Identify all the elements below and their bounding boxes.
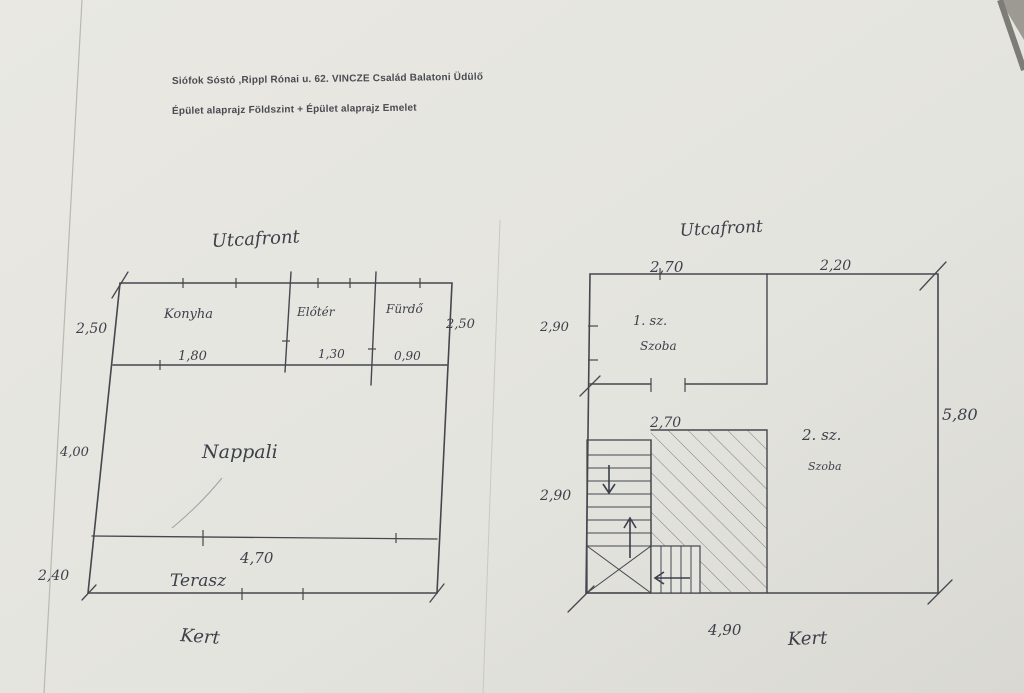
upper-room1-number: 1. sz. — [633, 314, 667, 329]
ground-dim-living-height: 4,00 — [59, 445, 89, 460]
upper-dim-room1-height: 2,90 — [539, 320, 569, 335]
ground-living-label: Nappali — [201, 441, 278, 463]
upper-dim-top-right: 2,20 — [819, 258, 851, 274]
paper-fold — [482, 219, 501, 693]
ground-garden-label: Kert — [179, 625, 222, 649]
upper-room1-name: Szoba — [640, 339, 677, 353]
upper-floor-plan: Utcafront 1. sz. Szoba 2. sz. Szoba Kert… — [539, 217, 978, 650]
ground-corner-stroke — [81, 584, 97, 601]
ground-terrace-line — [91, 535, 438, 540]
upper-stair-landing — [650, 545, 701, 594]
ground-bath-label: Fürdő — [385, 302, 423, 316]
ground-dim-right-top: 2,50 — [445, 317, 475, 332]
upper-room2-number: 2. sz. — [801, 426, 841, 444]
upper-door-ticks — [588, 268, 686, 392]
ground-floor-plan: Utcafront Konyha Előtér Fürdő Nappali Te… — [37, 226, 475, 648]
paper-right-edge — [997, 0, 1024, 71]
ground-kitchen-label: Konyha — [163, 307, 213, 322]
ground-dim-hall-width: 1,30 — [318, 347, 345, 361]
upper-corner-stroke — [579, 375, 601, 397]
upper-corner-stroke — [919, 261, 947, 291]
upper-corner-stroke — [927, 579, 953, 605]
upper-street-label: Utcafront — [679, 217, 763, 241]
upper-dim-total-width: 4,90 — [707, 621, 742, 639]
ground-terrace-label: Terasz — [170, 571, 227, 591]
upper-dim-stair-height: 2,90 — [539, 488, 571, 504]
ground-dim-terrace-height: 2,40 — [37, 568, 69, 584]
ground-dim-kitchen-width: 1,80 — [178, 349, 207, 364]
upper-room2-name: Szoba — [808, 460, 842, 473]
ground-hall-label: Előtér — [296, 305, 336, 319]
upper-corner-stroke — [567, 585, 595, 613]
upper-dim-right-height: 5,80 — [942, 405, 978, 424]
ground-street-label: Utcafront — [211, 226, 301, 252]
upper-dim-void-width: 2,70 — [649, 415, 681, 431]
ground-faint-stroke — [171, 477, 223, 529]
ground-dimension-ticks — [159, 278, 421, 600]
ground-corner-stroke — [429, 583, 445, 603]
ground-dim-total-width: 4,70 — [239, 549, 274, 567]
upper-stair-block — [586, 439, 652, 594]
ground-dim-bath-width: 0,90 — [394, 349, 421, 363]
paper-left-edge — [43, 0, 83, 693]
upper-dim-top-left: 2,70 — [649, 258, 684, 276]
upper-stair-arrows — [602, 465, 690, 585]
upper-garden-label: Kert — [786, 628, 828, 650]
upper-landing-treads — [660, 546, 692, 593]
ground-partition-hall-bath — [370, 271, 377, 386]
upper-void-outline — [650, 429, 768, 594]
ground-corner-stroke — [111, 271, 129, 299]
ground-dim-left-top: 2,50 — [75, 321, 107, 337]
ground-partition-kitchen-hall — [284, 271, 292, 373]
upper-stair-treads — [586, 454, 652, 594]
